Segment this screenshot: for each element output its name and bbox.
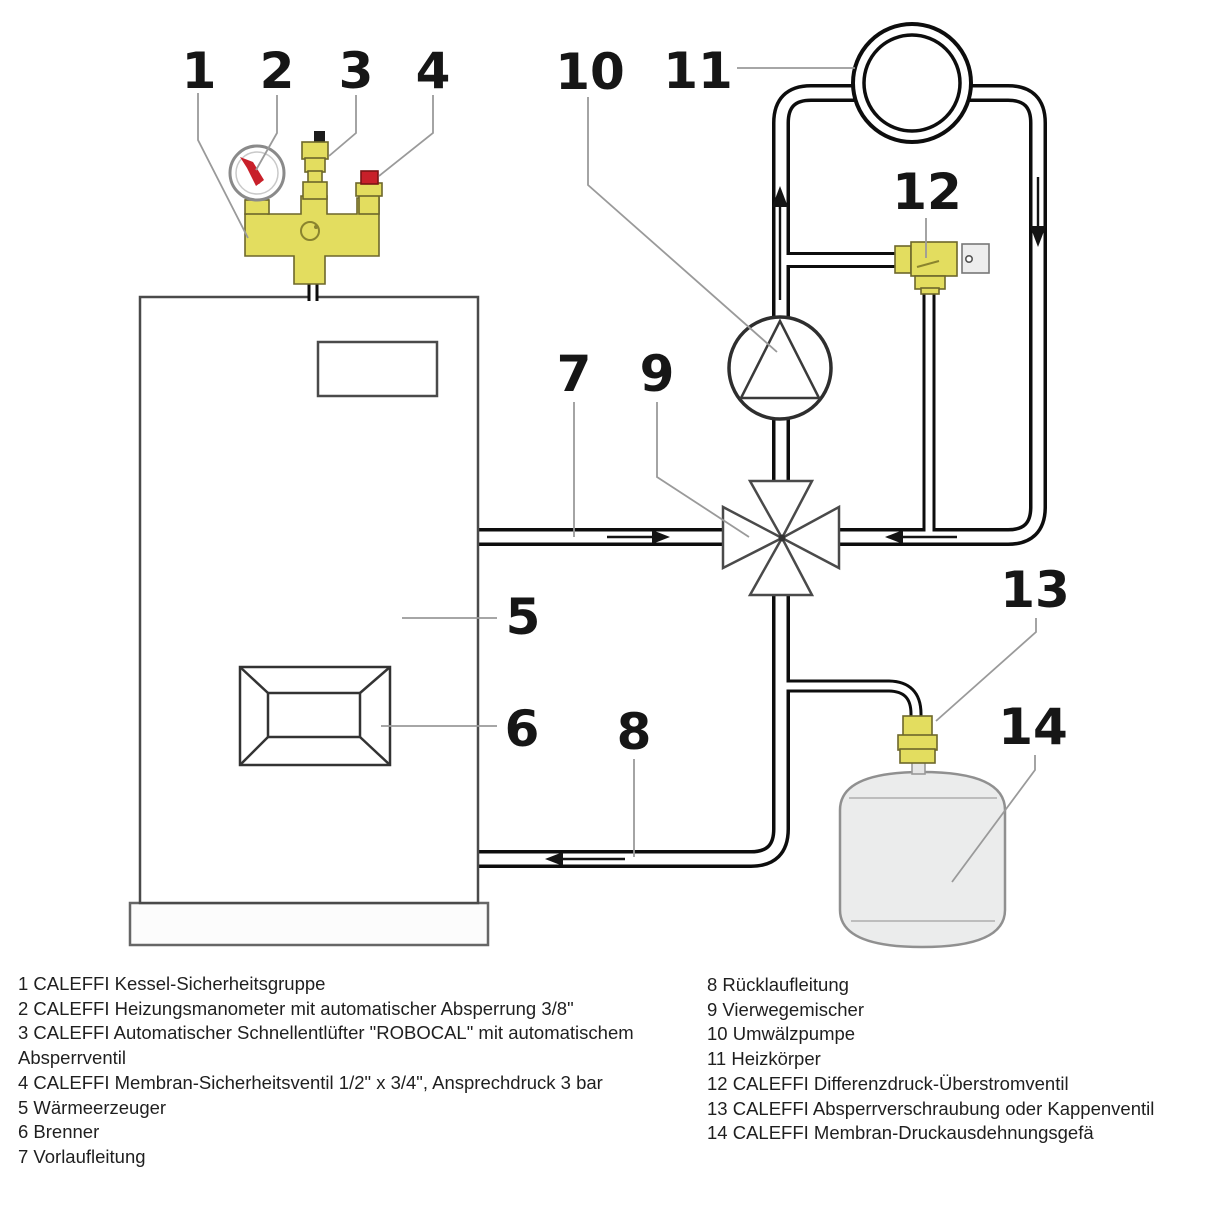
boiler-body: [138, 295, 480, 905]
legend-item-9: 9 Vierwegemischer: [707, 998, 864, 1020]
leader-2: [255, 95, 278, 171]
air-vent: [301, 131, 329, 200]
callout-numbers: 1 2 3 4 10 11 12 7 9 5 6 8 13 14: [182, 42, 1070, 761]
valve12-left-hex: [894, 245, 912, 274]
shutoff-union-valve: [897, 715, 938, 775]
legend-item-6: 6 Brenner: [18, 1121, 100, 1143]
legend-item-8: 8 Rücklaufleitung: [707, 974, 849, 995]
callout-5: 5: [506, 588, 541, 646]
riser-up-arrow: [772, 186, 788, 300]
return-flow-arrow: [545, 852, 625, 866]
radiator-inner-ring: [862, 33, 962, 133]
valve13-hex-nut: [897, 734, 938, 751]
callout-4: 4: [416, 42, 451, 100]
callout-14: 14: [998, 698, 1068, 756]
valve12-body-detail: [916, 260, 940, 268]
legend-item-12: 12 CALEFFI Differenzdruck-Überstromventi…: [707, 1072, 1069, 1094]
radiator-return-pipe: [837, 84, 1047, 546]
leader-13: [935, 618, 1037, 722]
circulation-pump: [727, 315, 833, 421]
leader-9: [656, 402, 750, 538]
air-vent-body: [301, 141, 329, 160]
valve12-bottom-stub: [920, 287, 940, 295]
gauge-nut: [244, 199, 270, 215]
boiler-safety-group: [228, 131, 383, 285]
air-vent-nut: [302, 181, 328, 200]
caleffi-logo-icon: [300, 221, 320, 241]
legend-item-10: 10 Umwälzpumpe: [707, 1023, 856, 1045]
legend-item-3: 3 CALEFFI Automatischer Schnellentlüfter…: [18, 1022, 634, 1044]
valve12-knob-screw: [964, 255, 973, 264]
legend-item-2: 2 CALEFFI Heizungsmanometer mit automati…: [18, 997, 574, 1019]
four-way-mixer: [721, 479, 841, 597]
legend-right-column: 8 Rücklaufleitung 9 Vierwegemischer 10 U…: [707, 973, 1154, 1146]
leader-10: [587, 97, 778, 353]
legend-item-4: 4 CALEFFI Membran-Sicherheitsventil 1/2"…: [18, 1071, 603, 1093]
leader-1: [197, 93, 249, 239]
supply-flow-arrow: [607, 530, 670, 544]
valve13-hex-nut-2: [899, 748, 936, 764]
pressure-gauge: [228, 144, 286, 215]
legend-item-3-cont: Absperrventil: [18, 1047, 126, 1069]
mixer-top-port: [747, 479, 815, 541]
callout-8: 8: [617, 703, 652, 761]
callout-3: 3: [339, 42, 374, 100]
boiler-control-panel: [316, 340, 439, 398]
pump-riser-pipe: [772, 84, 860, 487]
radiator-down-arrow: [1030, 177, 1046, 247]
valve13-body: [902, 715, 933, 737]
callout-10: 10: [555, 43, 625, 101]
leader-4: [378, 95, 434, 177]
callout-6: 6: [505, 700, 540, 758]
mixer-left-port: [721, 504, 785, 571]
callout-1: 1: [182, 42, 217, 100]
leader-14: [951, 755, 1036, 883]
air-vent-cap: [314, 131, 325, 143]
safety-relief-valve: [355, 170, 383, 215]
legend-left-column: 1 CALEFFI Kessel-Sicherheitsgruppe 2 CAL…: [18, 972, 634, 1170]
burner-inner-frame: [266, 691, 362, 739]
relief-valve-hex: [355, 182, 383, 197]
expansion-vessel: [838, 770, 1007, 949]
legend-item-7: 7 Vorlaufleitung: [18, 1145, 146, 1167]
expansion-branch-pipe: [785, 679, 923, 721]
pipe-inners: [470, 87, 1044, 865]
callout-11: 11: [663, 42, 733, 100]
burner: [238, 665, 392, 767]
valve12-bottom-nut: [914, 275, 946, 290]
flow-arrows: [545, 177, 1046, 866]
legend-item-14: 14 CALEFFI Membran-Druckausdehnungsgefä: [707, 1122, 1094, 1144]
relief-valve-red-cap: [360, 170, 379, 185]
callout-13: 13: [1000, 561, 1070, 619]
legend-item-11: 11 Heizkörper: [707, 1048, 821, 1070]
callout-7: 7: [557, 345, 592, 403]
callout-9: 9: [640, 345, 675, 403]
leader-3: [328, 95, 357, 157]
valve12-body: [910, 241, 958, 277]
callout-12: 12: [892, 163, 962, 221]
mixer-bottom-port: [747, 535, 815, 597]
callout-2: 2: [260, 42, 295, 100]
differential-overflow-valve: [894, 241, 990, 295]
mixer-right-port: [779, 504, 841, 571]
pump-impeller-triangle: [738, 318, 822, 400]
boiler-base: [128, 901, 490, 947]
radiator: [851, 22, 973, 144]
legend-item-13: 13 CALEFFI Absperrverschraubung oder Kap…: [707, 1097, 1155, 1119]
leader-lines: [197, 67, 1037, 883]
legend-item-1: 1 CALEFFI Kessel-Sicherheitsgruppe: [18, 973, 326, 994]
vessel-shell: [838, 770, 1007, 949]
mixer-inflow-arrow: [885, 530, 957, 544]
legend-item-5: 5 Wärmeerzeuger: [18, 1096, 167, 1118]
mixer-center: [778, 534, 786, 542]
boiler: [128, 295, 490, 947]
